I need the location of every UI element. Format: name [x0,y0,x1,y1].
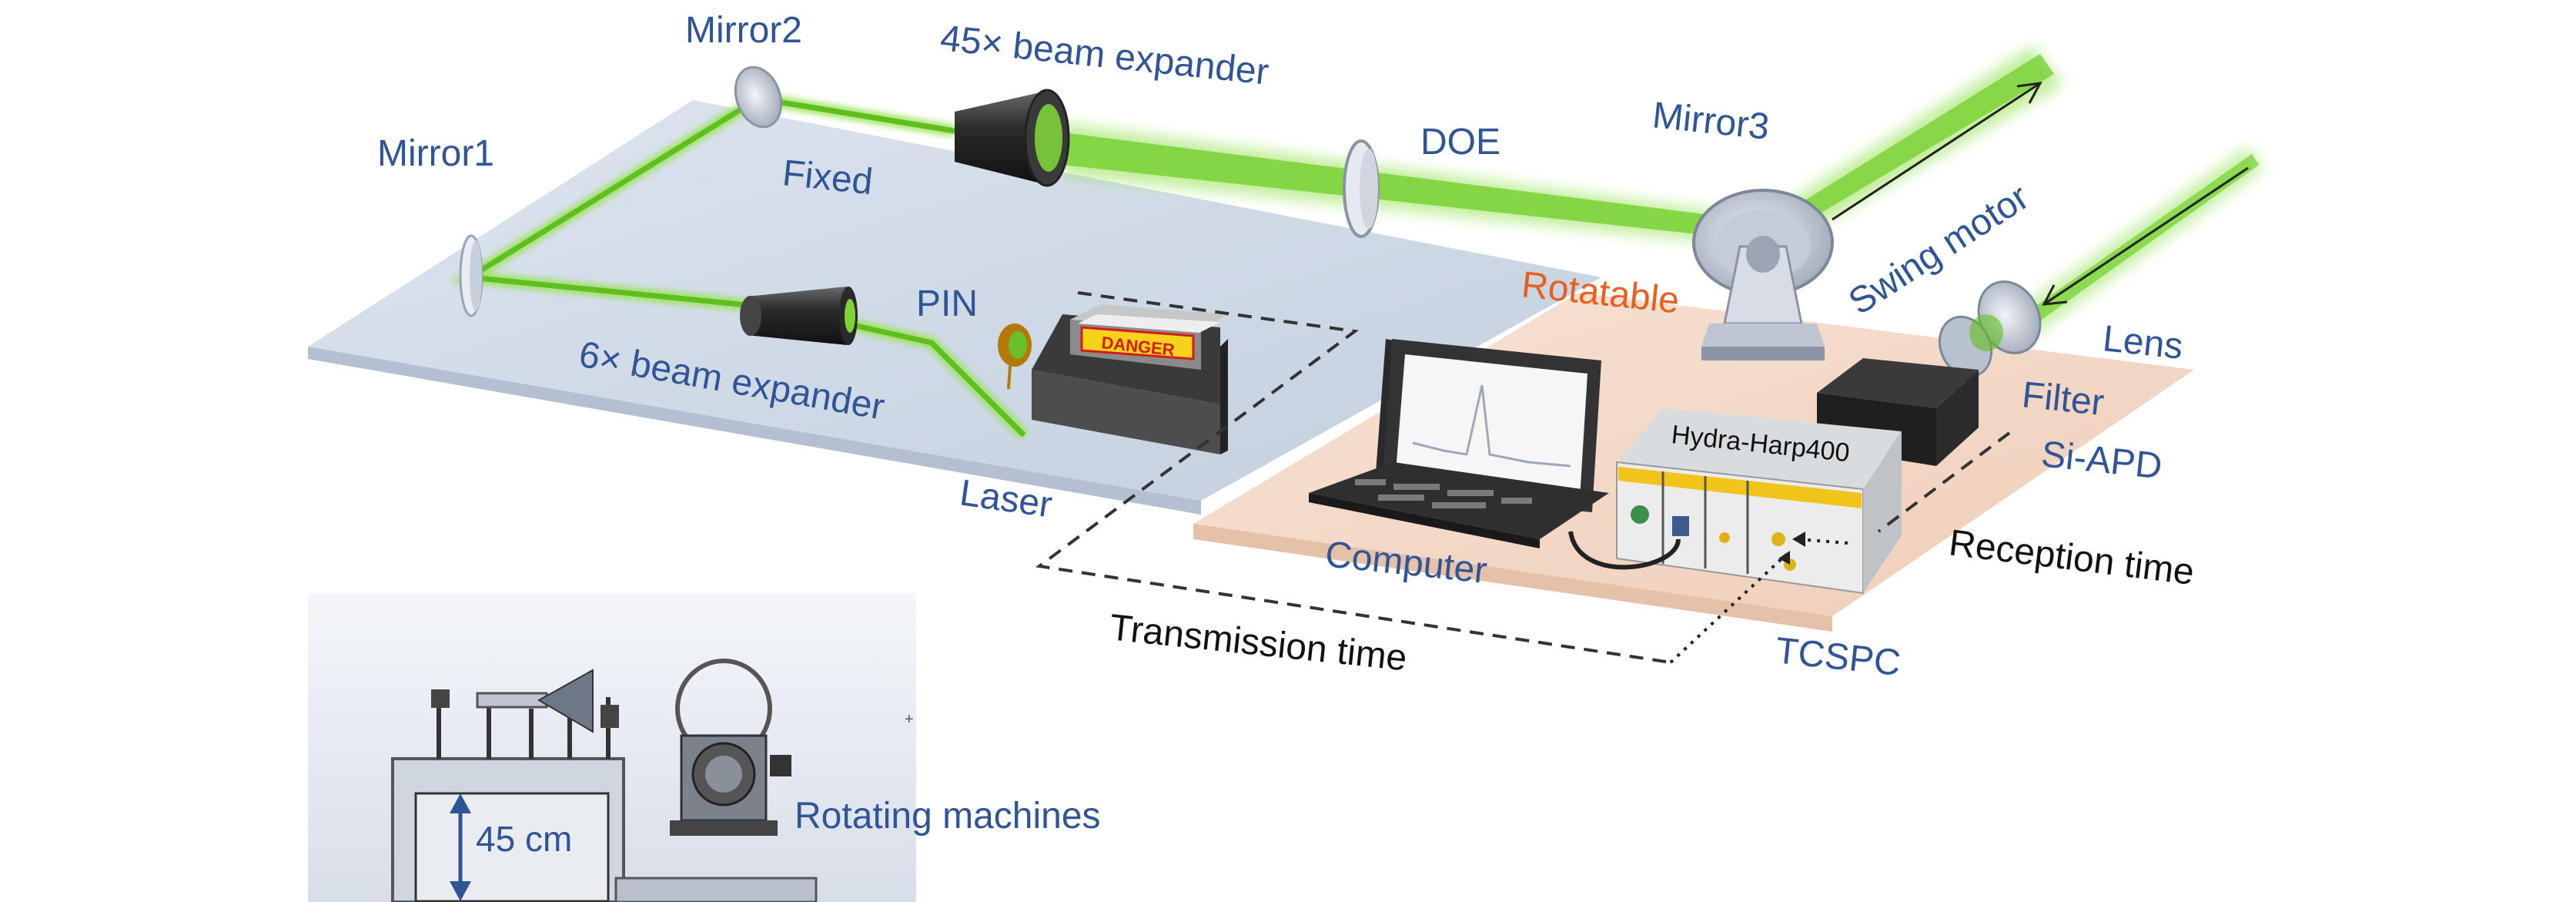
label-transmission-time: Transmission time [1108,607,1409,679]
label-pin: PIN [916,283,978,324]
label-mirror3: Mirror3 [1651,95,1771,148]
label-dimension: 45 cm [476,819,572,859]
label-mirror2: Mirror2 [685,10,802,51]
laser-box [1032,304,1228,454]
beam-expander-45x [955,89,1070,187]
laptop [1309,339,1609,548]
pin-detector [998,324,1032,390]
label-si-apd: Si-APD [2039,434,2164,487]
rotating-machines-inset [308,593,916,902]
doe [1343,139,1380,238]
beam-direction-arrows [1832,82,2249,306]
label-lens: Lens [2101,318,2185,367]
label-tcspc: TCSPC [1774,630,1902,684]
label-rotating-machines: Rotating machines [795,796,1101,837]
receiver-lens-filter [1938,280,2042,378]
tcspc-box [1616,408,1902,595]
fixed-platform [308,100,1601,515]
reception-arrowhead [1792,531,1805,547]
dotted-pointers [1669,538,1848,664]
transmission-time-dashed-path [1035,291,1671,664]
mirror2 [734,65,783,129]
mirror3-swing-assembly [1692,189,1834,360]
label-fixed: Fixed [781,153,875,203]
label-doe: DOE [1420,122,1500,163]
label-mirror1: Mirror1 [377,133,494,174]
beam-expander-6x [740,287,858,345]
label-reception-time: Reception time [1947,522,2196,593]
reception-time-dashed-path [1877,431,2011,533]
label-beam-expander-45x: 45× beam expander [938,18,1271,92]
label-rotatable: Rotatable [1520,264,1681,321]
label-filter: Filter [2020,374,2106,424]
plus-mark: + [905,711,914,728]
transmission-arrowhead [1778,551,1790,565]
data-cable [1568,531,1681,570]
mirror1 [459,234,483,317]
